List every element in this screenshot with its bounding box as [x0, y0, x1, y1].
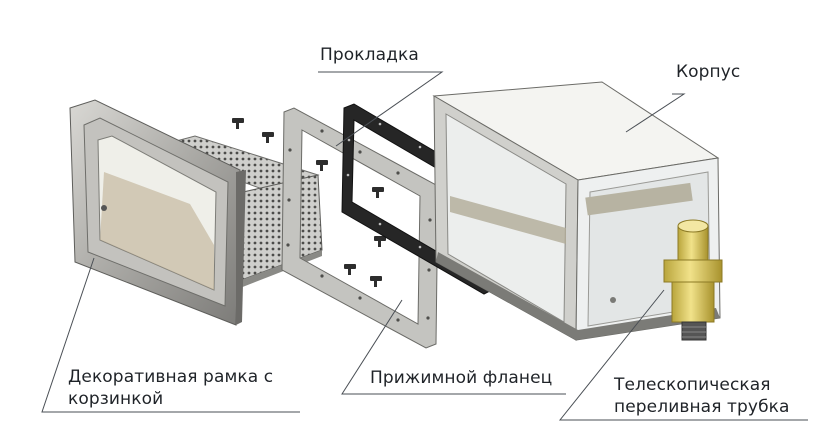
label-tube-line1: Телескопическая [614, 375, 771, 395]
screw [372, 187, 384, 198]
screw [374, 236, 386, 247]
label-gasket: Прокладка [320, 45, 419, 65]
screw [344, 264, 356, 275]
screw [370, 276, 382, 287]
tube-body-lower [671, 281, 715, 323]
housing-bracket [585, 182, 693, 216]
label-housing: Корпус [676, 62, 741, 82]
frame-opening-shadow [100, 172, 214, 290]
label-frame-line2: корзинкой [68, 389, 164, 409]
flange-plate [281, 107, 439, 349]
housing-hole [610, 297, 616, 303]
label-flange: Прижимной фланец [370, 368, 553, 388]
frame-edge [236, 170, 246, 325]
label-frame: Декоративная рамка с корзинкой [68, 366, 273, 410]
label-tube-line2: переливная трубка [614, 397, 790, 417]
screw [232, 118, 244, 129]
housing-internal-rail [450, 196, 566, 244]
tube-thread-lines [682, 326, 706, 338]
mounting-screws [232, 118, 386, 287]
clamping-flange [281, 107, 439, 349]
leader-frame [41, 257, 300, 413]
tube-top [677, 219, 709, 233]
screw [316, 160, 328, 171]
frame-screw [101, 205, 107, 211]
leader-housing [625, 93, 686, 133]
flange-holes [286, 129, 432, 322]
leader-tube [558, 289, 808, 421]
leader-gasket [318, 71, 444, 147]
screw [262, 132, 274, 143]
telescopic-overflow-tube [663, 219, 723, 341]
label-tube: Телескопическая переливная трубка [614, 374, 790, 418]
leader-flange [341, 299, 566, 395]
tube-nut [663, 259, 723, 283]
leader-lines [41, 71, 808, 421]
label-frame-line1: Декоративная рамка с [68, 367, 274, 387]
